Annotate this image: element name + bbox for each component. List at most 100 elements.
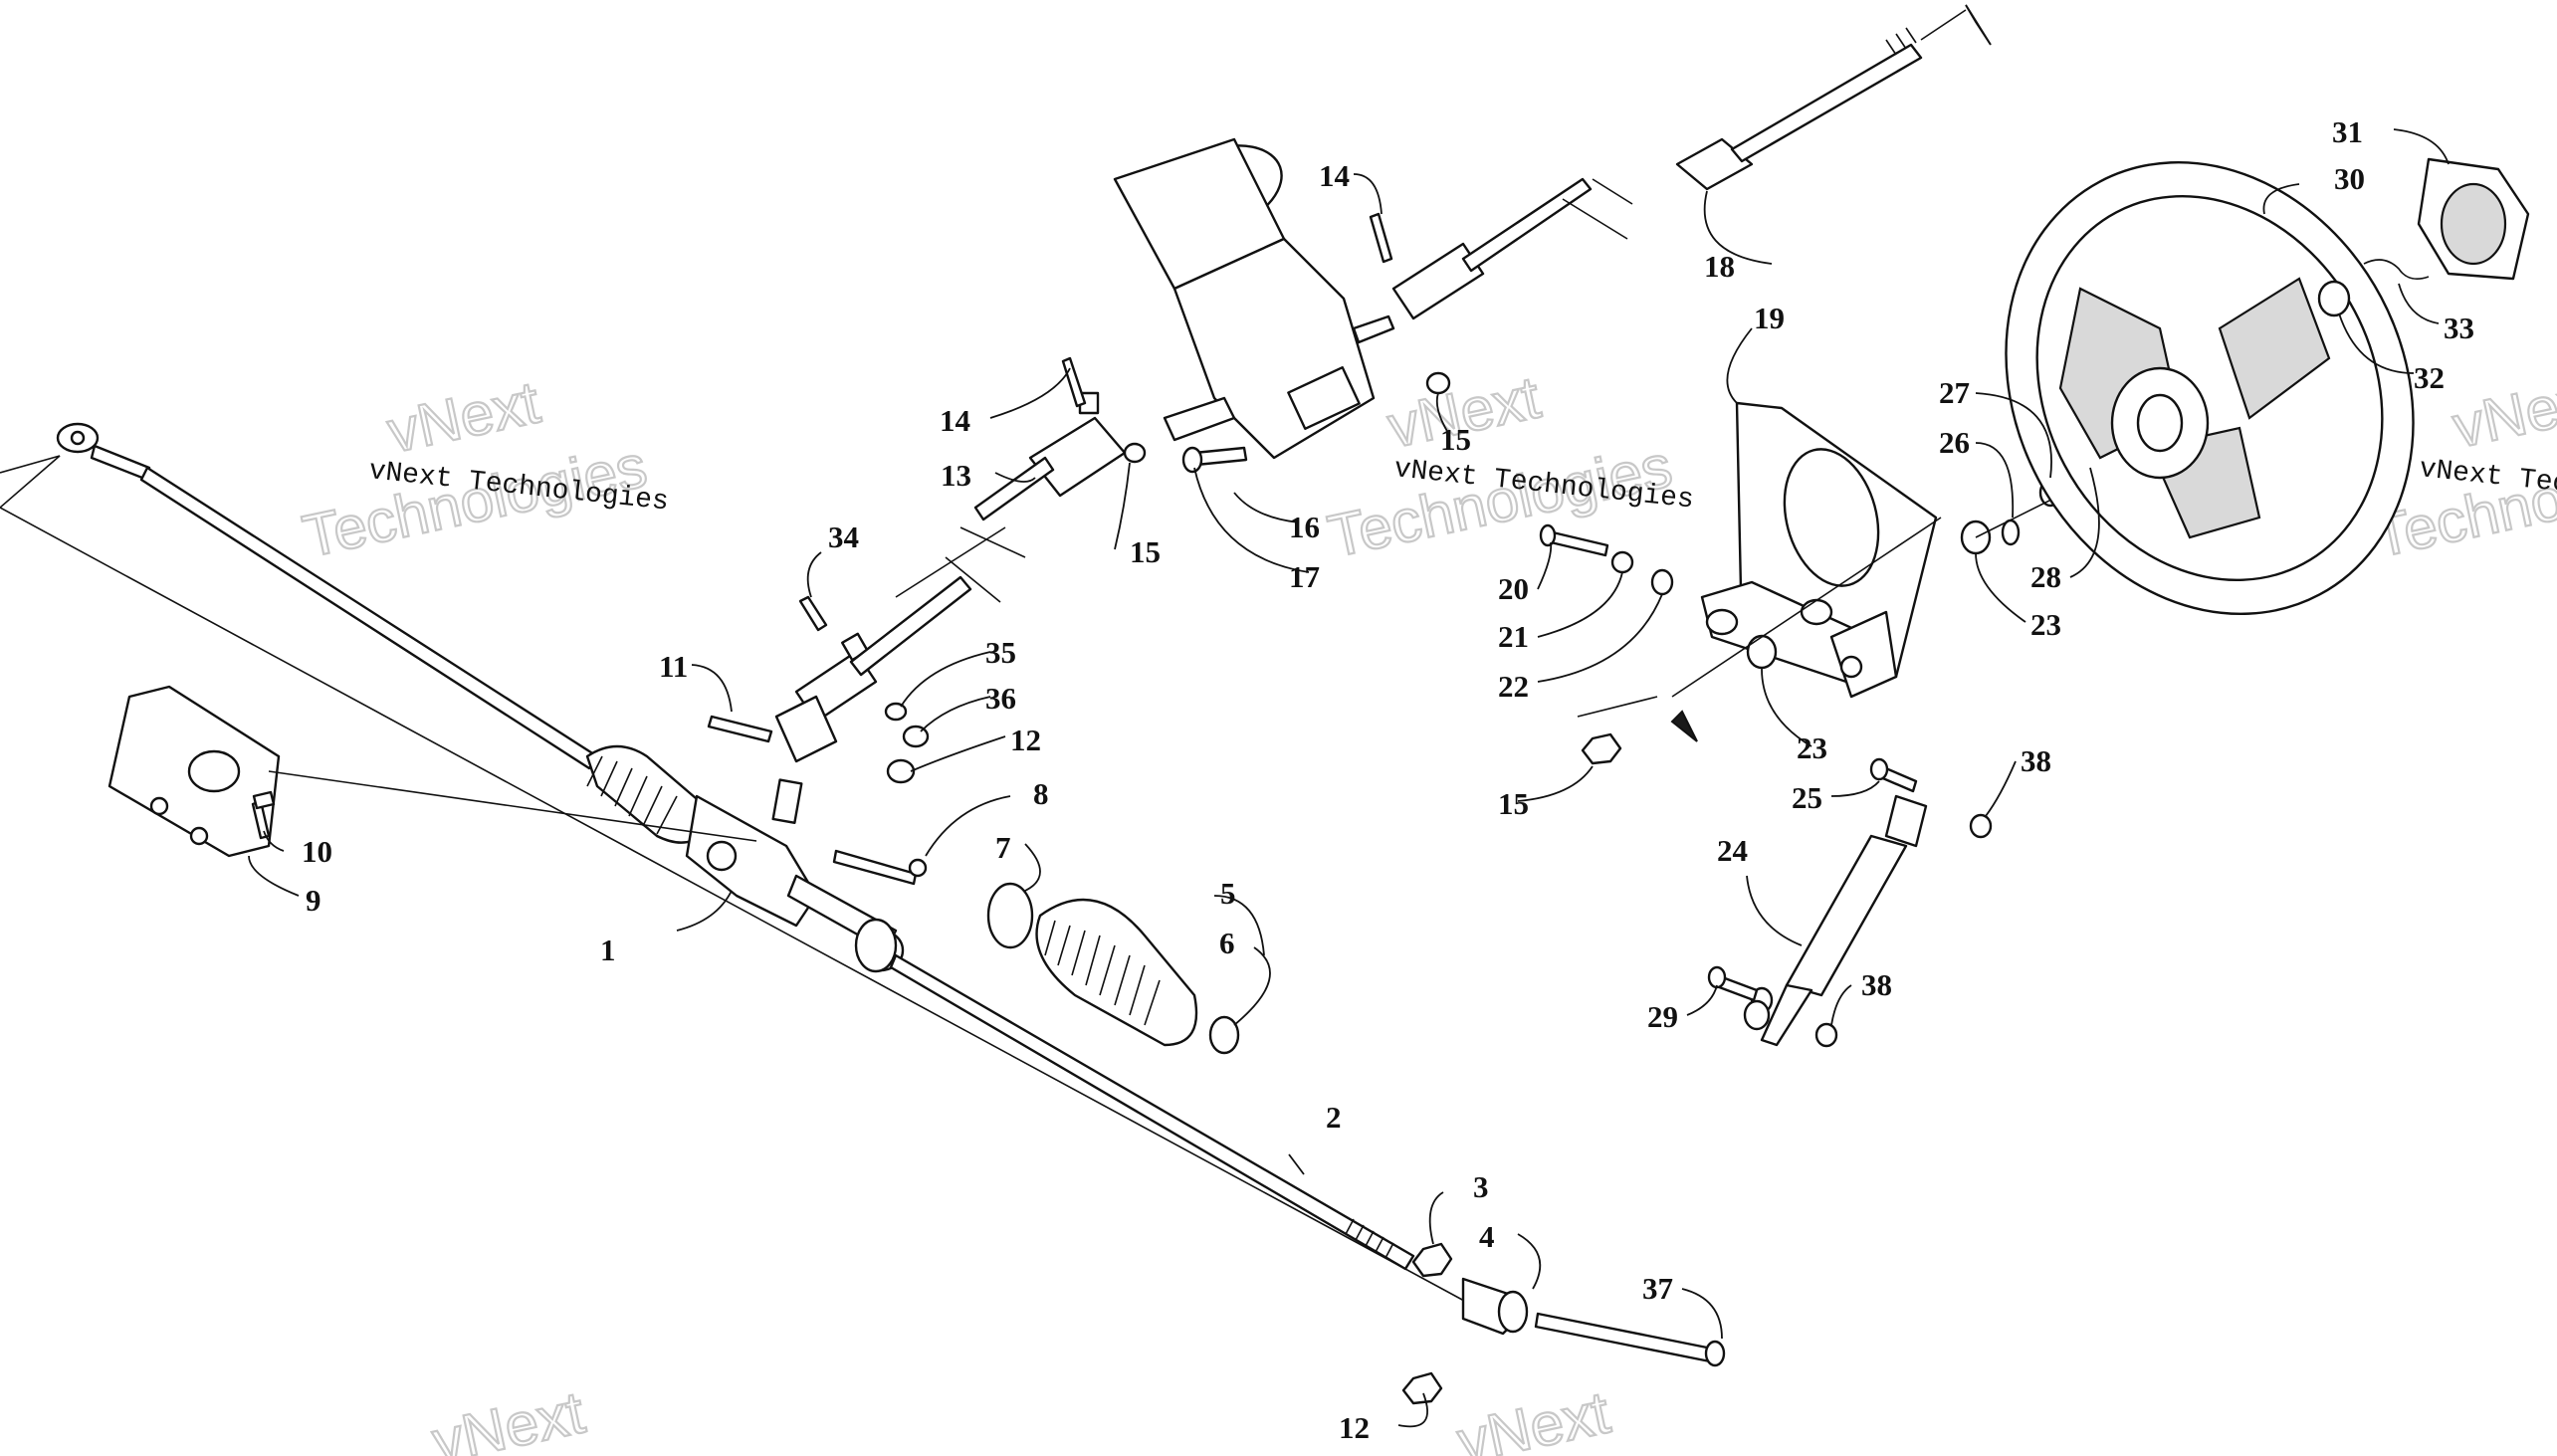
screw-38-lower <box>1814 1022 1838 1048</box>
rack-baseline <box>0 507 1489 1315</box>
nut-15 <box>1123 442 1147 464</box>
clip-33 <box>2363 259 2430 280</box>
bolt-8 <box>832 849 918 886</box>
callout-14-lower: 14 <box>940 403 970 438</box>
callout-14-upper: 14 <box>1319 158 1350 193</box>
tie-rod-thread-right <box>1345 1218 1394 1259</box>
nut-12-bottom <box>1401 1371 1443 1405</box>
wheel-spoke-right <box>2218 277 2331 420</box>
bolt-34 <box>798 595 828 632</box>
rack-housing-port <box>706 840 738 872</box>
callout-32: 32 <box>2414 360 2445 395</box>
washer-26 <box>2001 519 2021 546</box>
callout-5: 5 <box>1220 876 1236 911</box>
callout-34: 34 <box>828 520 859 554</box>
wheel-center-cap-group <box>2317 157 2530 317</box>
callout-3: 3 <box>1473 1169 1489 1204</box>
bushing-23-lower <box>1746 634 1778 670</box>
watermark-word-top: vNext <box>1452 1378 1615 1456</box>
watermark-word-top: vNext <box>2448 363 2557 460</box>
callout-31: 31 <box>2332 114 2363 149</box>
bolt-14-upper <box>1369 212 1393 264</box>
screw-38-upper <box>1969 813 1993 839</box>
callout-38-lower: 38 <box>1861 967 1892 1002</box>
tie-rod-right <box>889 953 1415 1271</box>
callout-29: 29 <box>1647 999 1678 1034</box>
bolt-11 <box>707 715 773 743</box>
callout-13: 13 <box>941 458 971 493</box>
tie-rod-end-hole <box>70 430 86 446</box>
bolt-37 <box>1534 1312 1714 1363</box>
nut-15-right <box>1581 732 1622 765</box>
eps-input-shaft <box>1163 396 1236 442</box>
break-line <box>959 526 1026 558</box>
damper-body <box>1785 834 1908 997</box>
callout-15-left: 15 <box>1130 534 1161 569</box>
break-line <box>1562 198 1628 240</box>
callout-37: 37 <box>1642 1271 1673 1306</box>
eps-output-shaft <box>1352 314 1395 344</box>
steering-wheel <box>2005 161 2415 615</box>
bushing-22 <box>1650 568 1674 596</box>
leader-lines <box>248 128 2450 1428</box>
callout-33: 33 <box>2444 311 2474 345</box>
clamp-6 <box>1208 1015 1240 1055</box>
nut-36 <box>902 725 930 748</box>
washer-35 <box>884 702 908 722</box>
steering-shaft-splines <box>1885 27 1917 56</box>
lower-shaft-segment <box>849 575 972 677</box>
steering-damper <box>1707 757 1993 1048</box>
callout-labels: 1 2 3 4 5 6 7 8 9 10 11 12 12 13 14 14 1… <box>302 114 2474 1445</box>
callout-38-upper: 38 <box>2021 743 2051 778</box>
bracket-hole <box>1783 448 1880 587</box>
break-line <box>945 556 1001 603</box>
callout-30: 30 <box>2334 161 2365 196</box>
callout-8: 8 <box>1033 776 1049 811</box>
steering-shaft-18 <box>1730 43 1923 163</box>
callout-2: 2 <box>1326 1100 1342 1135</box>
steering-column-bracket <box>1539 401 2156 765</box>
rack-bracket-line <box>0 455 61 509</box>
callout-15-upper: 15 <box>1440 422 1471 457</box>
bracket-leader <box>268 770 757 842</box>
callout-16: 16 <box>1289 510 1320 544</box>
callout-17: 17 <box>1289 559 1320 594</box>
rack-housing <box>685 794 818 928</box>
jam-nut-3 <box>1411 1242 1453 1278</box>
callout-7: 7 <box>995 830 1011 865</box>
callout-9: 9 <box>306 883 321 918</box>
bolt-20 <box>1549 530 1609 557</box>
direction-arrow-top <box>1965 4 1992 46</box>
callout-26: 26 <box>1939 425 1970 460</box>
callout-6: 6 <box>1219 926 1235 960</box>
callout-1: 1 <box>600 933 616 967</box>
callout-10: 10 <box>302 834 332 869</box>
callout-28: 28 <box>2030 559 2061 594</box>
direction-arrow-bottom <box>1670 710 1698 742</box>
callout-15-right: 15 <box>1498 786 1529 821</box>
bushing-21 <box>1610 550 1634 574</box>
pinion-shaft <box>771 778 803 824</box>
callout-12-upper: 12 <box>1010 723 1041 757</box>
callout-27: 27 <box>1939 375 1970 410</box>
watermark-word-top: vNext <box>382 368 545 465</box>
bolt-14-lower <box>1061 356 1087 408</box>
axis-line <box>1671 517 1942 698</box>
callout-24: 24 <box>1717 833 1748 868</box>
inner-tie-rod-ball <box>854 918 898 973</box>
watermark-word-top: vNext <box>427 1378 590 1456</box>
ring-7 <box>986 882 1034 949</box>
callout-12-bottom: 12 <box>1339 1410 1370 1445</box>
damper-rod <box>1760 983 1813 1047</box>
power-steering-unit <box>1113 137 1395 474</box>
damper-mount <box>1884 794 1928 848</box>
callout-23-upper: 23 <box>2030 607 2061 642</box>
tie-rod-thread-left <box>90 444 151 482</box>
nut-12-upper <box>886 758 916 784</box>
callout-4: 4 <box>1479 1219 1495 1254</box>
callout-25: 25 <box>1792 780 1822 815</box>
steering-shaft-group <box>707 4 1992 784</box>
nut-32 <box>2317 280 2351 317</box>
steering-rack-group <box>0 422 1726 1405</box>
